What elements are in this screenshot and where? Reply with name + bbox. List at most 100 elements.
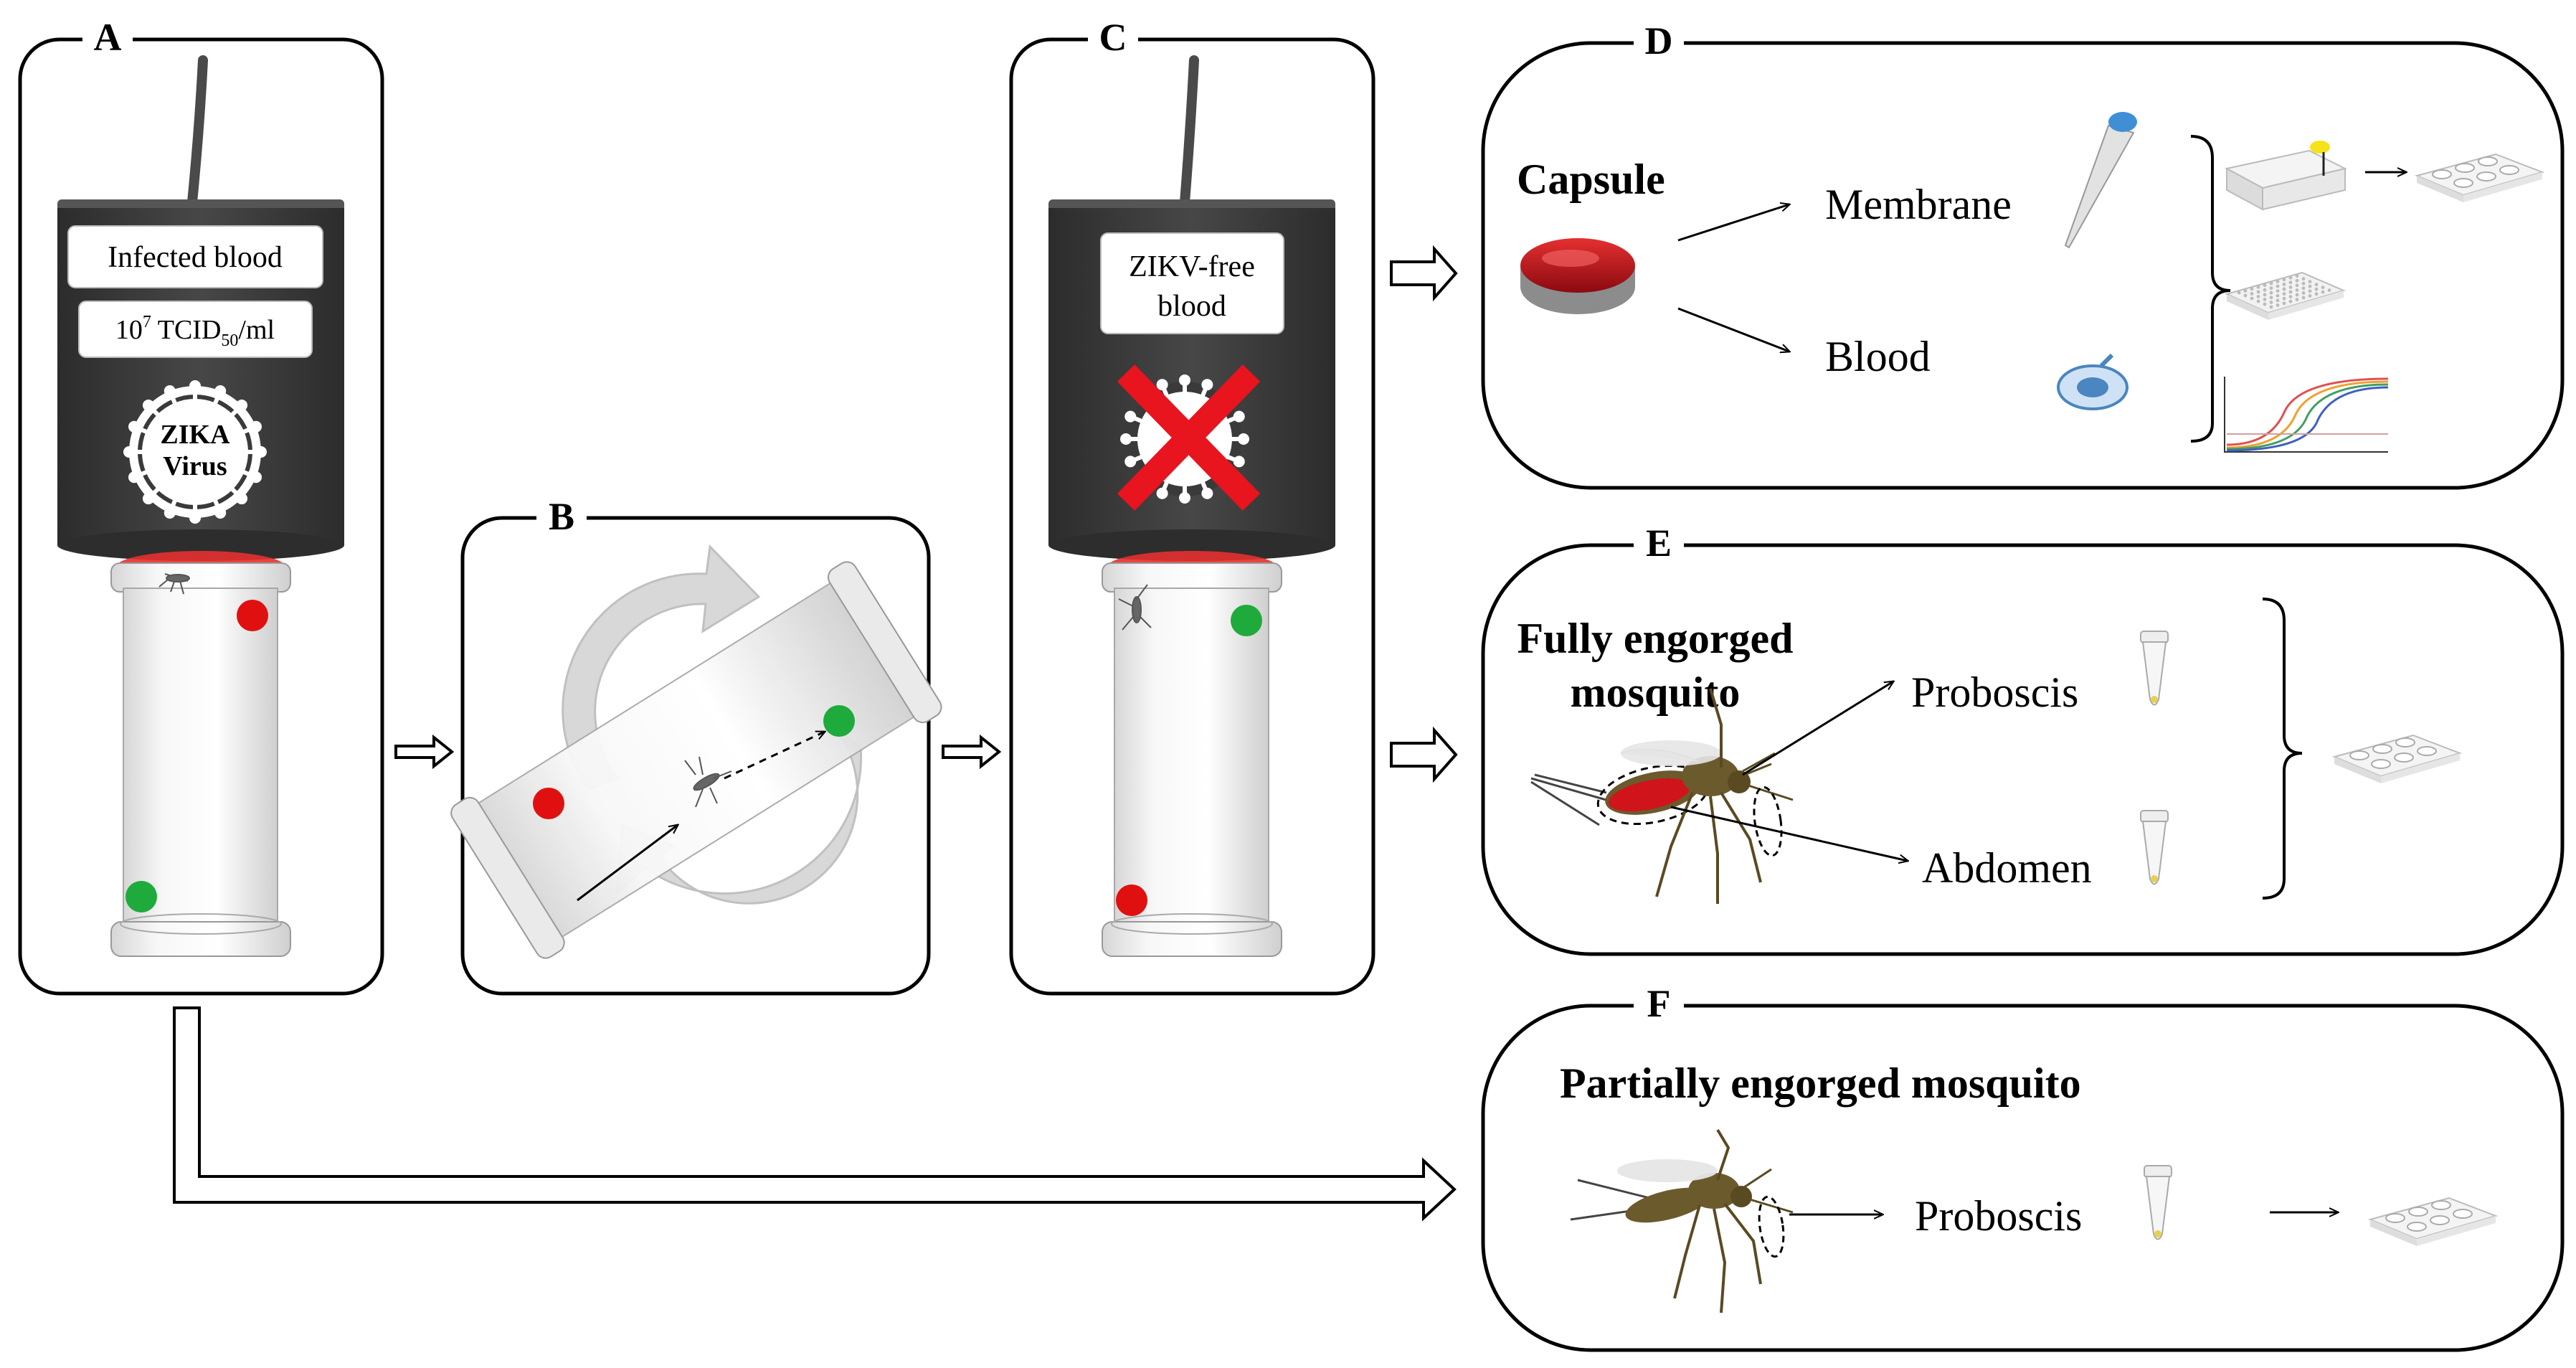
virus-spike-tip [236, 493, 248, 505]
plate-well [2478, 156, 2498, 166]
virus-spike-tip [1233, 456, 1245, 468]
virus-spike-tip [142, 399, 154, 411]
plate-well [2263, 288, 2267, 292]
panel-d: D Capsule Membrane Blood [1481, 19, 2565, 490]
feeder-label-c-line2: blood [1157, 290, 1226, 323]
tube-a [110, 551, 291, 957]
plate-well [2243, 289, 2248, 293]
plate-well [2314, 283, 2319, 286]
virus-spike-tip [1124, 410, 1137, 423]
virus-spike-tip [189, 380, 201, 392]
plate-well [2276, 280, 2280, 283]
virus-spike-tip [189, 512, 201, 524]
plate-well [2263, 283, 2267, 287]
mosquito-icon [1570, 1128, 1794, 1313]
virus-label-line2: Virus [163, 451, 227, 481]
plate-well [2417, 746, 2437, 756]
capsule-icon [1520, 238, 1635, 314]
plate-well [2256, 285, 2260, 289]
plate-well [2250, 296, 2254, 301]
green-dot-b [823, 705, 855, 737]
plate-well [2282, 278, 2286, 282]
plate-well [2301, 296, 2306, 300]
feeder-a: Infected blood 107 TCID50/ml ZIKA Virus [57, 199, 344, 561]
blood-label: Blood [1825, 333, 1931, 380]
plate-well [2295, 298, 2299, 301]
tube-b [450, 561, 942, 959]
plate-well [2430, 1215, 2450, 1225]
plate-well [2295, 288, 2299, 292]
plate-well [2269, 301, 2273, 304]
virus-spike-tip [1156, 487, 1168, 499]
arrow-c-to-e [1390, 726, 1458, 783]
plate-well [2295, 274, 2299, 278]
tube-icon [2144, 1165, 2172, 1240]
plate-well [2276, 284, 2280, 288]
plate-well [2321, 290, 2325, 294]
arrow-to-proboscis-e [1742, 681, 1893, 776]
plate-well [2395, 737, 2415, 747]
panel-a: A Infected blood 107 TCID50/ml ZIKA Viru… [18, 16, 384, 996]
plate-well [2301, 286, 2306, 291]
virus-spike-tip [1120, 433, 1132, 445]
plate-well [2308, 294, 2312, 298]
virus-spike-tip [214, 506, 227, 519]
abdomen-label-e: Abdomen [1922, 844, 2092, 892]
fully-engorged-title-line2: mosquito [1571, 669, 1741, 716]
virus-spike-tip [1156, 379, 1168, 391]
well-plate-icon [2331, 734, 2463, 783]
plate-well [2301, 281, 2306, 286]
panel-letter-f: F [1647, 982, 1671, 1025]
panel-letter-d: D [1645, 19, 1673, 62]
arrow-b-to-c [942, 734, 1002, 770]
arrow-to-abdomen-e [1670, 806, 1908, 861]
proboscis-label-f: Proboscis [1915, 1192, 2082, 1240]
feeder-c: ZIKV-free blood [1048, 199, 1335, 561]
plate-well [2314, 292, 2319, 296]
plate-well [2269, 281, 2273, 286]
panel-letter-a: A [94, 16, 122, 59]
plate-well [2288, 286, 2293, 289]
proboscis-label-e: Proboscis [1911, 669, 2078, 716]
tube-icon [2140, 631, 2169, 706]
virus-spike-tip [1201, 379, 1213, 391]
plate-well [2243, 293, 2248, 298]
arrow-a-to-b [394, 734, 455, 770]
plate-well [2372, 744, 2392, 754]
plate-well [2455, 163, 2475, 173]
panel-f: F Partially engorged mosquito Proboscis [1481, 982, 2565, 1352]
plate-well [2371, 759, 2391, 769]
virus-spike-tip [1179, 374, 1190, 386]
plate-well [2276, 289, 2280, 293]
plate-well [2276, 298, 2280, 303]
mosquito-icon [158, 573, 190, 595]
virus-spike-tip [250, 420, 262, 433]
plate-well [2288, 280, 2293, 285]
tube-icon [2140, 810, 2169, 885]
plate-well [2263, 298, 2267, 301]
plate-well [2288, 295, 2293, 298]
plate-well [2288, 290, 2293, 294]
mosquito-icon [1118, 584, 1152, 631]
plate-well [2327, 288, 2331, 292]
panel-letter-e: E [1646, 522, 1672, 565]
plate-well [2408, 1207, 2428, 1217]
plate-well [2308, 280, 2312, 283]
qpcr-curve-icon [2224, 377, 2389, 453]
syringe-filter-icon [2057, 353, 2128, 410]
tube-c [1102, 551, 1282, 957]
plate-well [2385, 1213, 2405, 1223]
virus-spike-tip [1233, 410, 1245, 423]
plate-well [2288, 275, 2293, 280]
feeder-label-c-line1: ZIKV-free [1129, 250, 1255, 283]
virus-spike-tip [123, 446, 135, 458]
virus-spike-tip [236, 399, 248, 411]
plate-well [2394, 753, 2414, 763]
plate-well [2269, 296, 2273, 300]
panel-letter-c: C [1099, 16, 1127, 59]
plate-well [2453, 1209, 2473, 1219]
red-dot-b [533, 788, 564, 819]
plate-well [2282, 287, 2286, 291]
cross-icon [1117, 364, 1261, 511]
